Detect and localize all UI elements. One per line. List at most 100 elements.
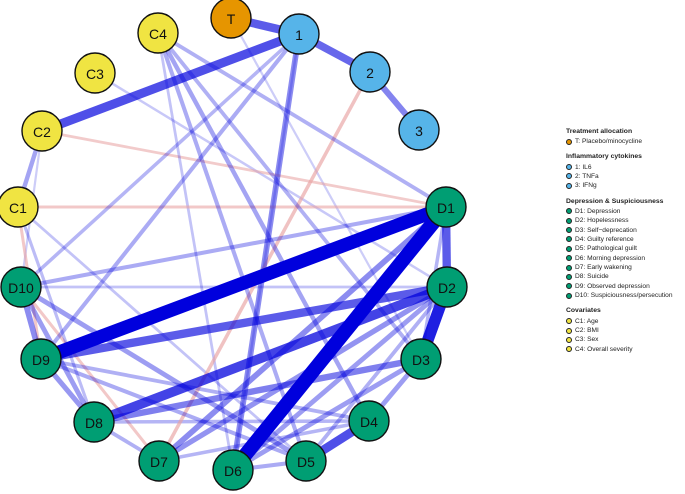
node-circle	[398, 109, 440, 151]
legend-dot-icon	[566, 217, 572, 224]
edge-d1-d9	[38, 200, 449, 366]
legend-dot-icon	[566, 138, 572, 145]
legend-item-label: D8: Suicide	[575, 273, 609, 281]
node-d6: D6	[212, 449, 254, 491]
legend-dot-icon	[566, 346, 572, 353]
legend-item: 3: IFNg	[566, 181, 684, 190]
node-circle	[0, 266, 42, 308]
edge-d1-d6	[227, 202, 452, 475]
legend-item: D8: Suicide	[566, 272, 684, 281]
node-circle	[73, 401, 115, 443]
edge-d10-d7	[19, 286, 161, 462]
legend-item-label: 3: IFNg	[575, 182, 597, 190]
node-label: D7	[150, 454, 168, 470]
legend-dot-icon	[566, 227, 572, 234]
node-label: D4	[360, 414, 378, 430]
legend-dot-icon	[566, 264, 572, 271]
node-circle	[425, 186, 467, 228]
legend-item-label: D4: Guilty reference	[575, 235, 634, 243]
legend-dot-icon	[566, 336, 572, 343]
node-label: D10	[8, 280, 34, 296]
node-circle	[138, 440, 180, 482]
legend-dot-icon	[566, 283, 572, 290]
legend-item: 1: IL6	[566, 162, 684, 171]
legend-dot-icon	[566, 245, 572, 252]
node-label: 1	[295, 27, 303, 43]
node-t: T	[210, 0, 252, 39]
node-label: C4	[149, 26, 167, 42]
legend-item: C3: Sex	[566, 335, 684, 344]
edge-c1-d8	[16, 206, 96, 423]
legend: Treatment allocation T: Placebo/minocycli…	[566, 128, 684, 361]
edge-c2-d1	[41, 129, 447, 209]
legend-dot-icon	[566, 318, 572, 325]
edge-c2-1	[40, 29, 301, 136]
node-label: D1	[437, 200, 455, 216]
node-d7: D7	[138, 440, 180, 482]
node-label: C2	[33, 124, 51, 140]
legend-item-label: D10: Suspiciousness/persecution	[575, 292, 673, 300]
legend-item-label: D2: Hopelessness	[575, 217, 629, 225]
edge-d2-d8	[92, 282, 449, 427]
node-circle	[212, 449, 254, 491]
edge-1-d10	[19, 32, 301, 289]
edge-c4-d5	[156, 32, 308, 462]
node-label: C3	[86, 66, 104, 82]
legend-item: D9: Observed depression	[566, 282, 684, 291]
legend-item: D7: Early wakening	[566, 263, 684, 272]
legend-title: Covariates	[566, 307, 601, 315]
edge-2-d7	[157, 71, 372, 462]
node-c4: C4	[137, 12, 179, 54]
legend-item: D2: Hopelessness	[566, 216, 684, 225]
edge-d9-d4	[40, 357, 370, 423]
node-c2: C2	[21, 110, 63, 152]
legend-item: 2: TNFa	[566, 172, 684, 181]
node-d9: D9	[20, 338, 62, 380]
legend-title: Inflammatory cytokines	[566, 153, 642, 161]
legend-item-label: D9: Observed depression	[575, 282, 650, 290]
node-circle	[210, 0, 252, 39]
node-label: C1	[9, 200, 27, 216]
node-2: 2	[349, 51, 391, 93]
legend-dot-icon	[566, 173, 572, 180]
node-circle	[400, 338, 442, 380]
edge-t-d3	[230, 17, 422, 360]
legend-item: C1: Age	[566, 316, 684, 325]
edge-d10-d1	[20, 205, 447, 289]
node-circle	[426, 266, 468, 308]
edge-c4-d1	[157, 31, 447, 209]
legend-item-label: C3: Sex	[575, 336, 599, 344]
node-circle	[137, 12, 179, 54]
node-label: D6	[224, 463, 242, 479]
legend-item-label: C4: Overall severity	[575, 345, 633, 353]
node-circle	[74, 52, 116, 94]
node-label: 2	[366, 65, 374, 81]
node-3: 3	[398, 109, 440, 151]
legend-title: Depression & Suspiciousness	[566, 197, 664, 205]
node-label: D2	[438, 280, 456, 296]
edge-d2-d5	[304, 285, 449, 463]
node-circle	[21, 110, 63, 152]
legend-item: D1: Depression	[566, 207, 684, 216]
node-d10: D10	[0, 266, 42, 308]
node-1: 1	[278, 13, 320, 55]
legend-item-label: T: Placebo/minocycline	[575, 138, 643, 146]
edge-d8-d4	[93, 419, 370, 424]
legend-dot-icon	[566, 236, 572, 243]
node-circle	[20, 338, 62, 380]
node-label: D3	[412, 352, 430, 368]
node-c3: C3	[74, 52, 116, 94]
node-circle	[285, 440, 327, 482]
legend-item: D6: Morning depression	[566, 254, 684, 263]
node-label: D9	[32, 352, 50, 368]
node-label: 3	[415, 123, 423, 139]
node-c1: C1	[0, 186, 39, 228]
legend-title: Treatment allocation	[566, 128, 633, 135]
node-d5: D5	[285, 440, 327, 482]
legend-item-label: D6: Morning depression	[575, 254, 646, 262]
legend-item: C2: BMI	[566, 326, 684, 335]
node-circle	[0, 186, 39, 228]
legend-item-label: D7: Early wakening	[575, 264, 632, 272]
